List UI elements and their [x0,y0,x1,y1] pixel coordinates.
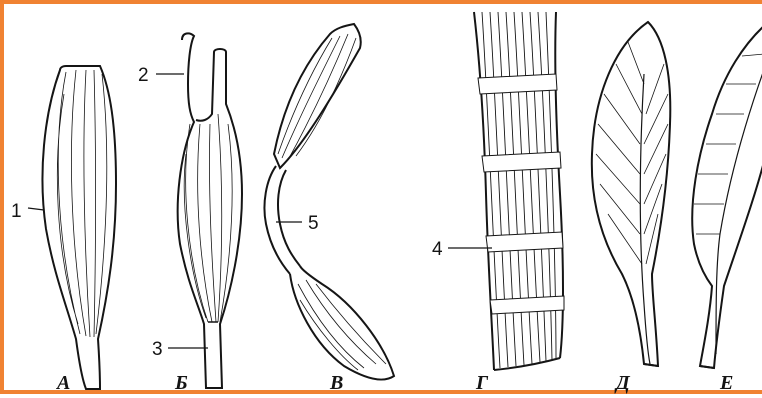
callout-leaders [28,74,492,348]
muscle-e [692,24,762,368]
callout-3: 3 [152,339,163,360]
muscle-b [178,33,242,388]
label-e: Е [719,372,733,394]
label-b: Б [174,372,188,394]
muscle-g [474,12,564,370]
muscle-a [42,66,116,389]
callout-2: 2 [138,65,149,86]
callout-5: 5 [308,213,319,234]
muscle-d [592,22,670,366]
callout-1: 1 [11,201,22,222]
label-v: В [329,372,343,394]
label-g: Г [475,372,489,394]
label-a: А [55,372,70,394]
muscle-v [264,24,394,380]
label-d: Д [614,372,631,394]
muscle-types-illustration: 1 2 3 4 5 А Б В Г Д Е [4,4,762,398]
callout-4: 4 [432,239,443,260]
